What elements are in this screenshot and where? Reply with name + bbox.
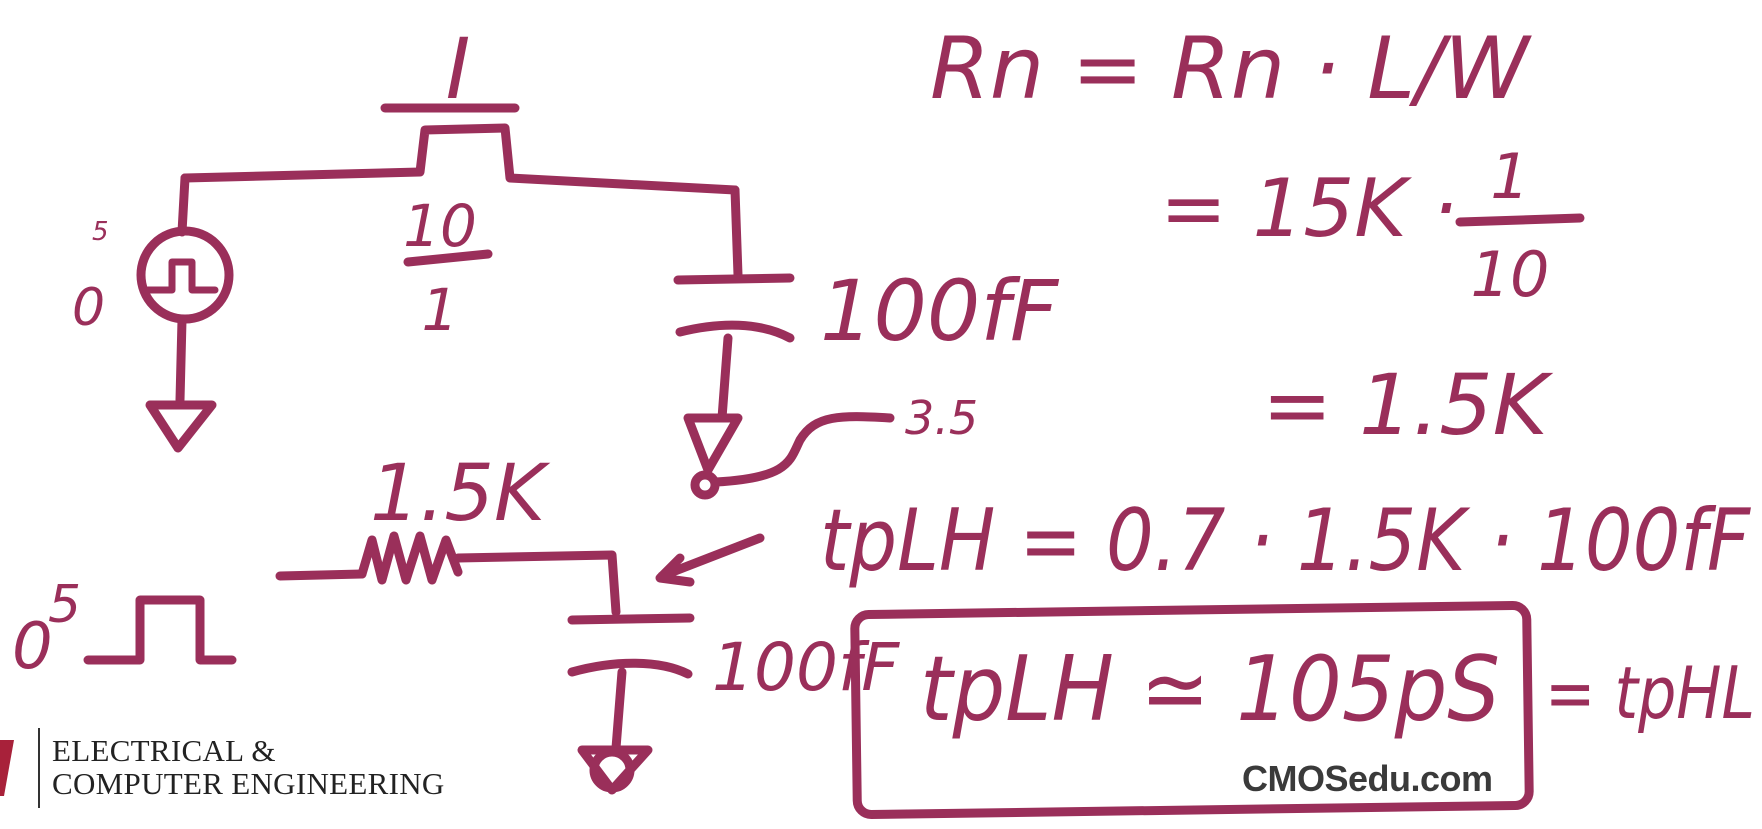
- arrow-to-3-5: [711, 412, 895, 487]
- resistor-label: 1.5K: [370, 449, 551, 539]
- logo-mark-icon: [0, 740, 14, 796]
- load-cap-bottom-label: 100fF: [712, 629, 900, 706]
- load-cap-top-label: 100fF: [820, 262, 1060, 360]
- department-name: ELECTRICAL & COMPUTER ENGINEERING: [52, 734, 445, 800]
- drain-wire: [730, 185, 743, 280]
- source-top-wire: [177, 173, 190, 237]
- equations: Rn = Rn · L/W = 15K · 1 10 = 1.5K tpLH =…: [820, 19, 1755, 819]
- eq-tplh: tpLH = 0.7 · 1.5K · 100fF: [820, 491, 1751, 591]
- arrow-head: [655, 553, 695, 587]
- input-wire: [275, 569, 367, 581]
- website-watermark: CMOSedu.com: [1242, 758, 1493, 799]
- transistor-channel: [180, 123, 740, 195]
- pulse-high-label: 5: [92, 217, 109, 247]
- arrow-to-tplh: [657, 533, 765, 581]
- nmos-circuit: I 0 5 10 1 100fF 3.5: [72, 20, 1060, 500]
- cap-ground-upper: [683, 413, 743, 475]
- cap-lead-upper: [717, 333, 733, 423]
- university-logo: ELECTRICAL & COMPUTER ENGINEERING: [0, 728, 520, 812]
- cap-top-plate-upper: [673, 273, 795, 285]
- source-bottom-wire: [175, 315, 187, 405]
- wl-fraction-bar: [403, 249, 493, 267]
- resistor-zigzag: [357, 531, 463, 585]
- source-ground: [145, 400, 217, 453]
- eq-sub-fraction-bar: [1455, 213, 1585, 227]
- eq-sub-den: 10: [1471, 238, 1550, 311]
- eq-result: = 1.5K: [1262, 356, 1554, 454]
- rc-pulse-waveform: [83, 595, 237, 665]
- output-wire: [453, 550, 621, 617]
- pulse-low-label: 0: [72, 278, 105, 338]
- annotation-3-5: 3.5: [905, 391, 978, 445]
- cap-bottom-plate-upper: [567, 613, 695, 625]
- cap-top-plate-lower: [675, 320, 795, 343]
- cap-lead-lower: [611, 667, 627, 753]
- logo-divider: [38, 728, 40, 808]
- department-line-2: COMPUTER ENGINEERING: [52, 766, 445, 801]
- department-line-1: ELECTRICAL &: [52, 733, 276, 768]
- pulse-source-circle: [136, 226, 234, 324]
- rc-circuit: 1.5K 0 5 100fF: [12, 449, 900, 795]
- cap-ground-node-upper: [690, 470, 720, 500]
- rc-pulse-low-label: 0: [12, 610, 53, 684]
- eq-tphl: = tpHL: [1545, 651, 1755, 735]
- nmos-width: 10: [403, 192, 477, 260]
- cap-ground-node-lower: [589, 747, 635, 793]
- eq-sub-num: 1: [1490, 140, 1529, 213]
- result-box: [850, 601, 1534, 819]
- nmos-length: 1: [422, 276, 459, 344]
- eq-rn: Rn = Rn · L/W: [930, 19, 1532, 119]
- rc-pulse-high-label: 5: [48, 575, 81, 635]
- cap-bottom-plate-lower: [567, 658, 693, 679]
- eq-boxed: tpLH ≃ 105pS: [920, 637, 1500, 742]
- eq-sub-left: = 15K ·: [1160, 162, 1458, 255]
- pulse-source-icon: [144, 258, 219, 294]
- nmos-current-label: I: [446, 20, 471, 118]
